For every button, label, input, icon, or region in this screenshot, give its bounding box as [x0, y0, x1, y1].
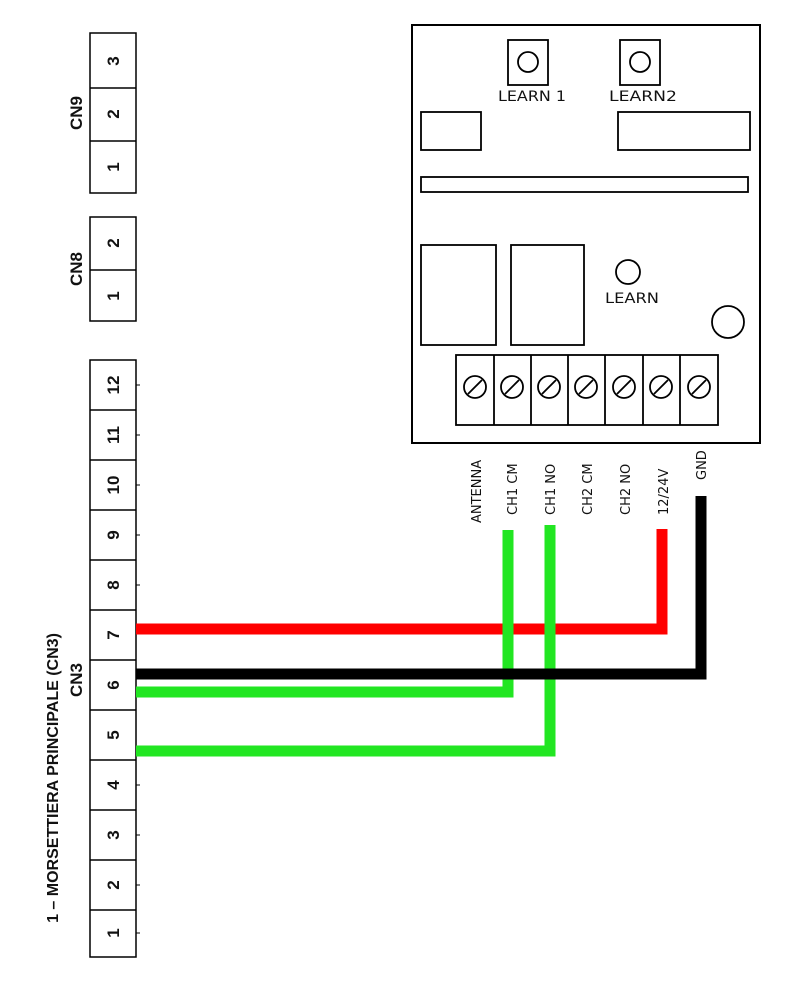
cn3-pin-6: 6: [104, 680, 123, 689]
cn3-pin-9: 9: [104, 530, 123, 539]
cn9-pin-1: 1: [104, 162, 123, 171]
terminal-label-ch1-no: CH1 NO: [544, 464, 559, 515]
cn3-connector: 1 2 3 4 5 6 7 8 9 10 11 12 CN3 1 – MORSE…: [45, 359, 140, 958]
cn3-label: CN3: [67, 663, 86, 697]
terminal-label-ch2-cm: CH2 CM: [581, 463, 596, 515]
terminal-block: [455, 354, 719, 426]
cn3-pin-12: 12: [104, 376, 123, 395]
terminal-labels: ANTENNA CH1 CM CH1 NO CH2 CM CH2 NO 12/2…: [470, 450, 710, 523]
cn8-label: CN8: [67, 252, 86, 286]
cn9-connector: 1 2 3 CN9: [67, 32, 137, 194]
wire-ch1-no-to-pin-5: [136, 525, 556, 757]
relay-2: [510, 244, 585, 346]
terminal-label-ch2-no: CH2 NO: [619, 464, 634, 515]
receiver-board: LEARN 1 LEARN2 LEARN: [411, 24, 761, 444]
cn8-pin-1: 1: [104, 291, 123, 300]
learn2-button[interactable]: [619, 39, 661, 86]
cn3-caption: 1 – MORSETTIERA PRINCIPALE (CN3): [45, 633, 62, 923]
cn3-pin-8: 8: [104, 580, 123, 589]
cn3-pin-2: 2: [104, 880, 123, 889]
component-block: [420, 111, 482, 151]
cn9-pin-3: 3: [104, 56, 123, 65]
cn9-label: CN9: [67, 96, 86, 130]
terminal-label-ch1-cm: CH1 CM: [506, 463, 521, 515]
cn3-pin-7: 7: [104, 630, 123, 639]
learn1-button[interactable]: [507, 39, 549, 86]
terminal-label-gnd: GND: [695, 450, 710, 480]
terminal-label-antenna: ANTENNA: [470, 460, 485, 523]
wire-ch1-cm-to-pin-6: [136, 530, 514, 698]
terminal-label-12-24v: 12/24V: [657, 469, 672, 515]
cn3-pin-5: 5: [104, 730, 123, 739]
led-indicator: [711, 305, 745, 339]
cn8-connector: 1 2 CN8: [67, 216, 137, 322]
learn-button[interactable]: [615, 259, 641, 285]
wire-12-24v-to-pin-7: [136, 529, 668, 635]
cn3-pin-3: 3: [104, 830, 123, 839]
learn-label: LEARN: [605, 291, 659, 307]
component-strip: [420, 176, 749, 193]
wires: [136, 496, 707, 757]
cn3-pin-4: 4: [104, 780, 123, 790]
relay-1: [420, 244, 497, 346]
cn9-pin-2: 2: [104, 109, 123, 118]
cn3-pin-1: 1: [104, 928, 123, 937]
cn3-pin-10: 10: [104, 476, 123, 495]
learn1-label: LEARN 1: [498, 89, 566, 105]
cn8-pin-2: 2: [104, 238, 123, 247]
component-block: [617, 111, 751, 151]
cn3-pin-11: 11: [104, 426, 123, 444]
wire-gnd-to-pin-6: [136, 496, 707, 680]
learn2-label: LEARN2: [609, 89, 677, 105]
